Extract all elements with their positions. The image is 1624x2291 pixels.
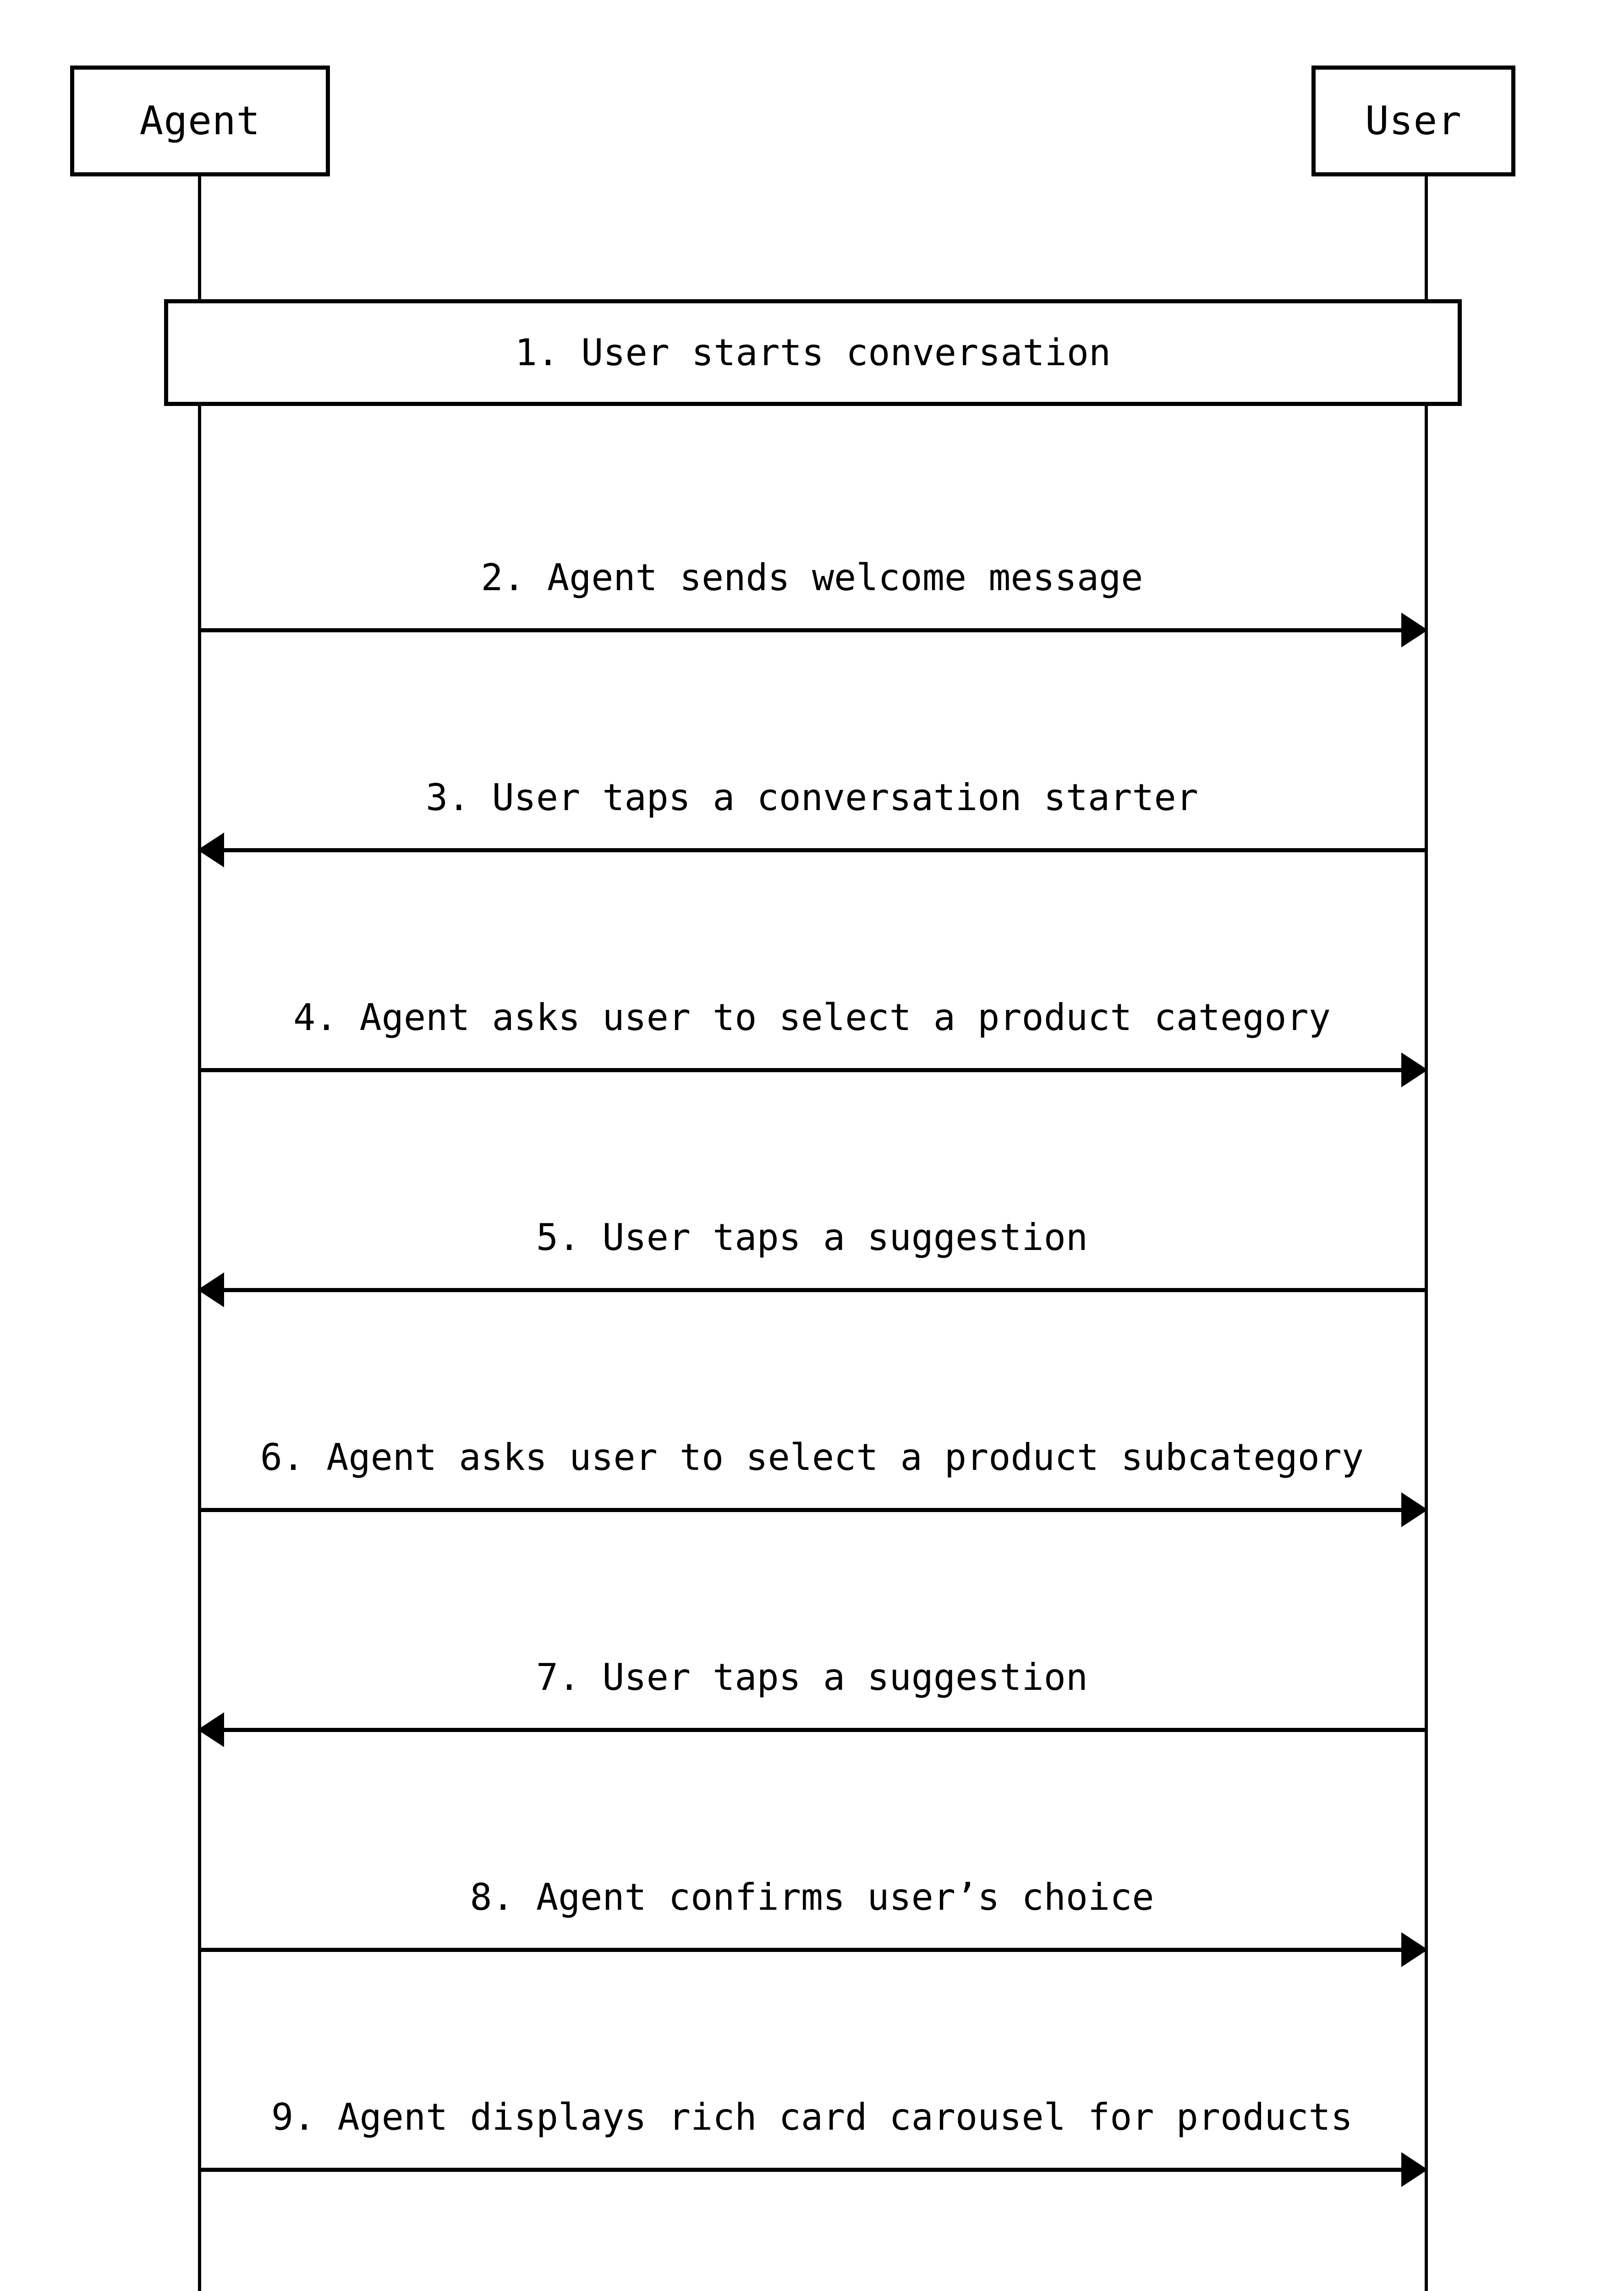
message-label-5: 5. User taps a suggestion (536, 1216, 1088, 1259)
message-label-7: 7. User taps a suggestion (536, 1656, 1088, 1699)
message-label-8: 8. Agent confirms user’s choice (470, 1876, 1154, 1918)
message-line-2 (199, 628, 1426, 632)
note-label: 1. User starts conversation (515, 331, 1111, 374)
message-line-3 (199, 848, 1426, 852)
message-line-4 (199, 1068, 1426, 1072)
arrowhead-right-8 (1401, 1932, 1428, 1967)
message-line-8 (199, 1948, 1426, 1952)
message-label-4: 4. Agent asks user to select a product c… (293, 996, 1331, 1039)
message-label-6: 6. Agent asks user to select a product s… (260, 1436, 1364, 1479)
arrowhead-right-6 (1401, 1492, 1428, 1527)
lifeline-user (1425, 176, 1428, 2291)
arrowhead-right-2 (1401, 613, 1428, 647)
arrowhead-left-7 (198, 1712, 224, 1747)
message-label-3: 3. User taps a conversation starter (426, 776, 1198, 819)
arrowhead-right-9 (1401, 2152, 1428, 2187)
note-box-step-1[interactable]: 1. User starts conversation (164, 299, 1462, 406)
message-line-7 (199, 1728, 1426, 1732)
arrowhead-right-4 (1401, 1052, 1428, 1087)
arrowhead-left-3 (198, 833, 224, 867)
arrowhead-left-5 (198, 1272, 224, 1307)
participant-header-label: Agent (139, 98, 261, 144)
participant-header-agent[interactable]: Agent (70, 66, 330, 176)
message-line-6 (199, 1508, 1426, 1512)
message-label-9: 9. Agent displays rich card carousel for… (271, 2096, 1353, 2138)
participant-header-label: User (1365, 98, 1462, 144)
participant-header-user[interactable]: User (1311, 66, 1515, 176)
message-line-9 (199, 2168, 1426, 2172)
message-line-5 (199, 1288, 1426, 1292)
message-label-2: 2. Agent sends welcome message (481, 556, 1143, 599)
lifeline-agent (198, 176, 201, 2291)
